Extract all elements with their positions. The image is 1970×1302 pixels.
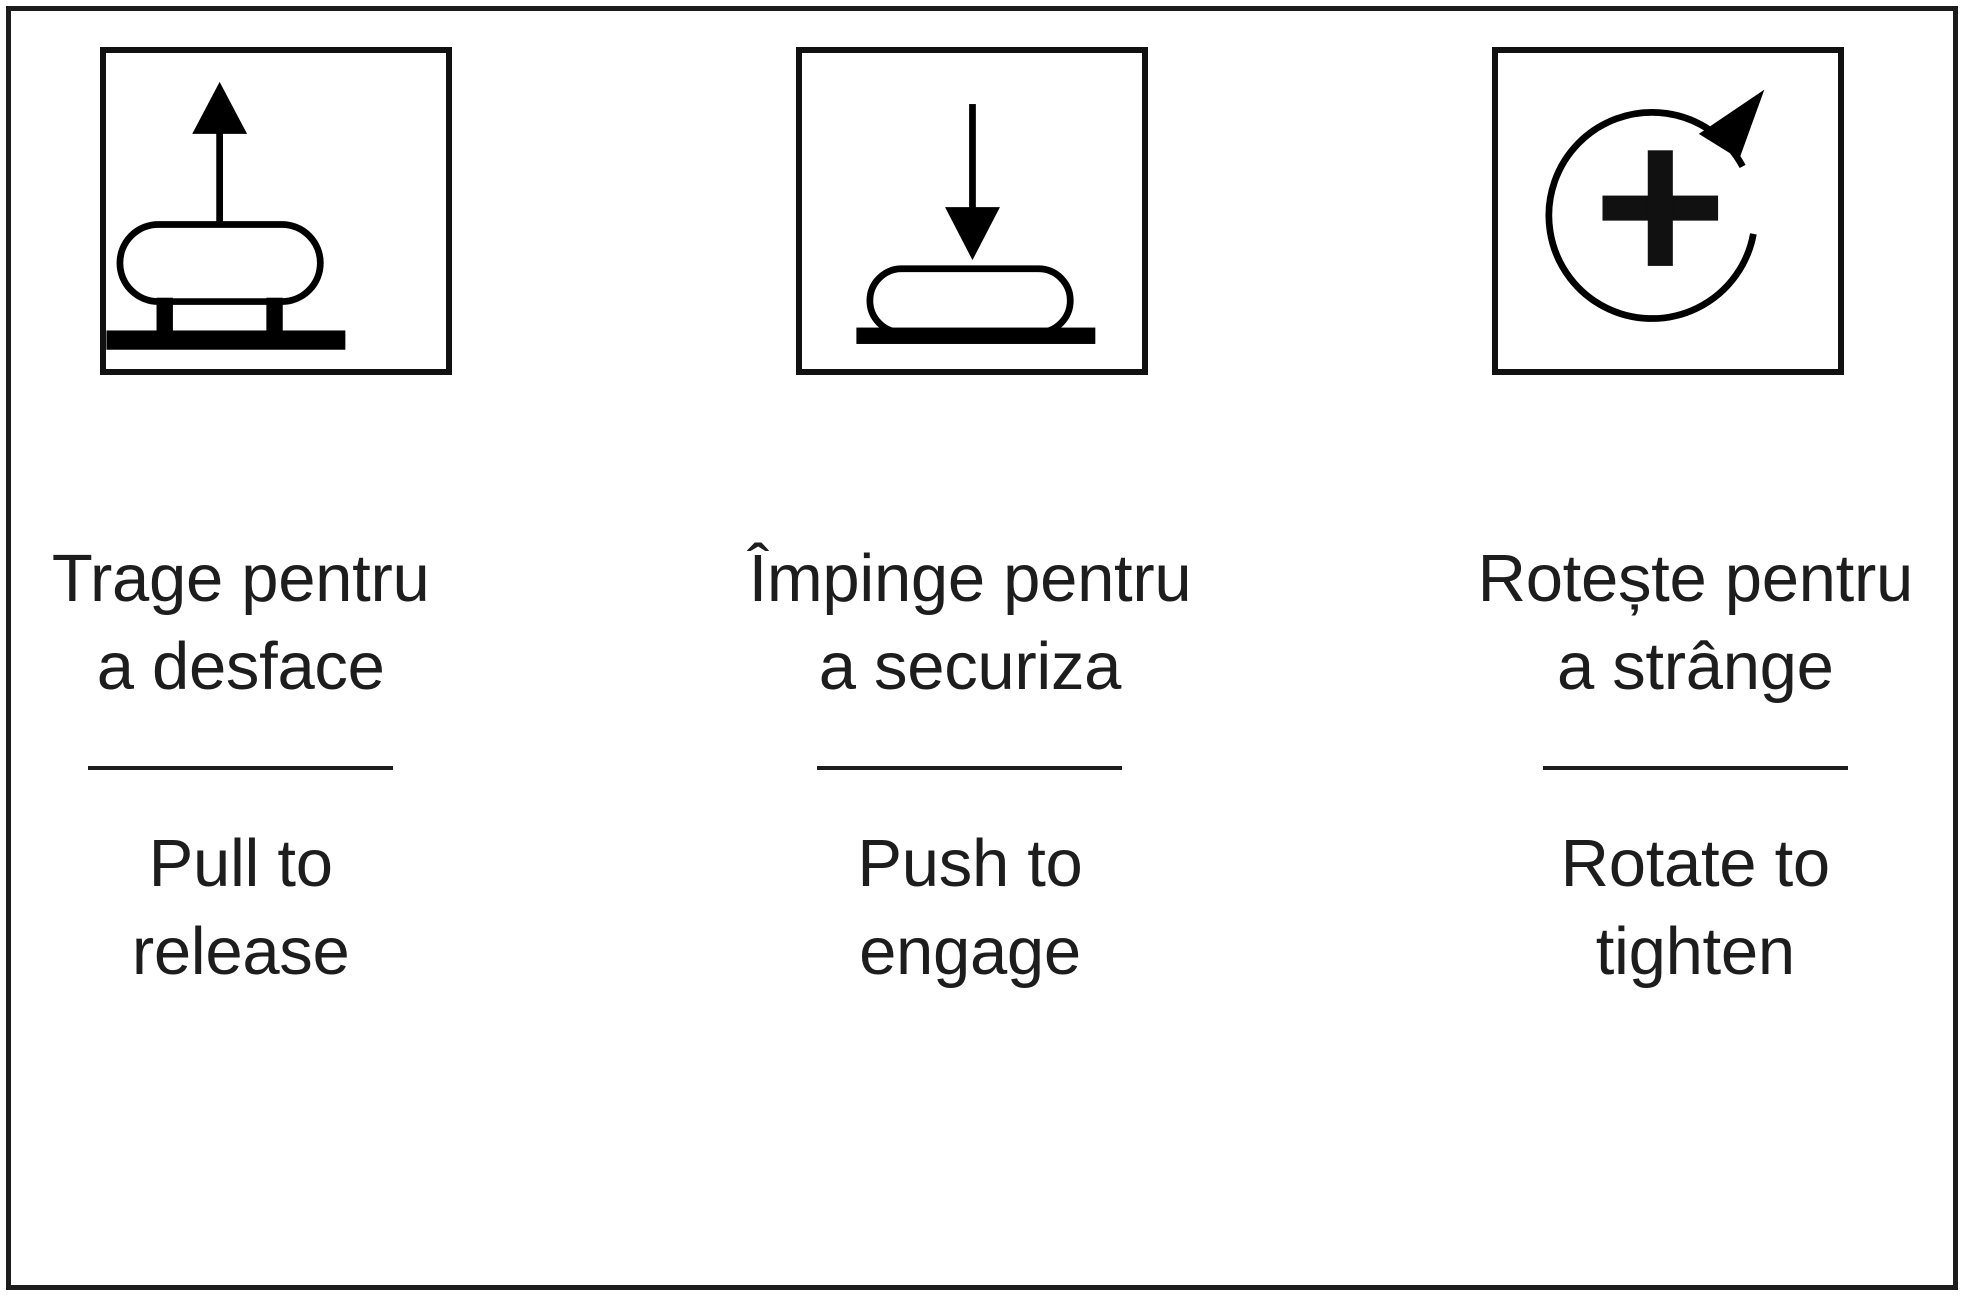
instruction-card-frame: Trage pentru a desface Pull to release [6, 6, 1958, 1290]
base-bar [106, 330, 346, 350]
push-to-engage-icon [795, 47, 1148, 375]
instruction-column-rotate: Rotește pentru a strânge Rotate to tight… [1306, 11, 1953, 1285]
pull-pictogram-svg [106, 81, 346, 350]
language-divider [1542, 765, 1848, 770]
english-label-pull: Pull to release [131, 825, 350, 990]
push-pictogram-svg [856, 104, 1096, 344]
english-label-rotate: Rotate to tighten [1560, 825, 1831, 990]
arrow-down-icon [944, 104, 1000, 261]
rotation-arc-icon [1545, 89, 1765, 322]
knob-body [116, 221, 324, 305]
base-bar [856, 327, 1096, 344]
arrow-up-icon [191, 81, 247, 232]
rotate-pictogram-svg [1545, 89, 1765, 322]
romanian-label-pull: Trage pentru a desface [51, 541, 430, 705]
instruction-columns: Trage pentru a desface Pull to release [11, 11, 1953, 1285]
leg-right [266, 297, 283, 335]
romanian-label-rotate: Rotește pentru a strânge [1477, 541, 1914, 705]
knob-body [866, 265, 1074, 336]
language-divider [817, 765, 1123, 770]
divider-wrap-rotate [1372, 765, 1970, 770]
divider-wrap-push [646, 765, 1293, 770]
romanian-label-push: Împinge pentru a securiza [748, 541, 1192, 705]
plus-cross-icon [1602, 150, 1719, 266]
rotate-to-tighten-icon [1492, 47, 1845, 375]
leg-left [156, 297, 173, 335]
instruction-column-push: Împinge pentru a securiza Push to engage [658, 11, 1305, 1285]
english-label-push: Push to engage [857, 825, 1083, 990]
language-divider [88, 765, 394, 770]
arrow-head-icon [1699, 89, 1765, 159]
instruction-column-pull: Trage pentru a desface Pull to release [11, 11, 658, 1285]
divider-wrap-pull [0, 765, 564, 770]
pull-to-release-icon [99, 47, 452, 375]
